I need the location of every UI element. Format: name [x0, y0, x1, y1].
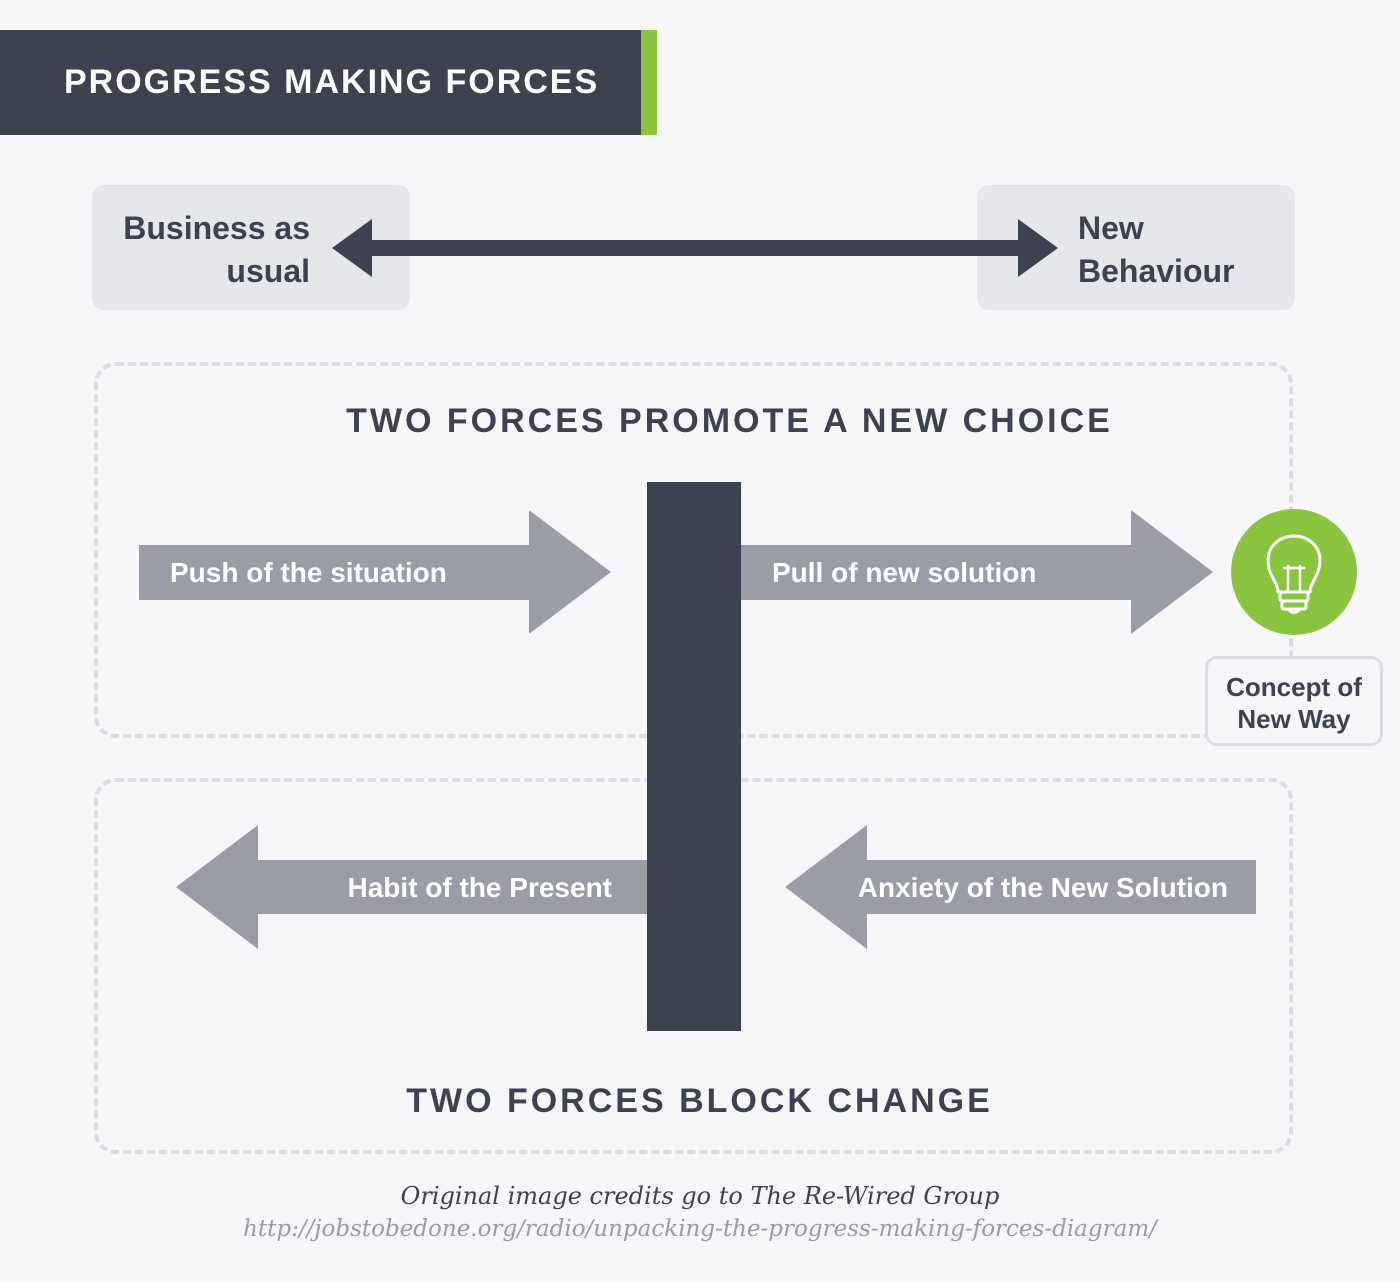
state-transition-arrow [332, 219, 1058, 277]
credit-link[interactable]: http://jobstobedone.org/radio/unpacking-… [243, 1216, 1157, 1242]
concept-of-new-way-box: Concept of New Way [1205, 656, 1383, 746]
page-title: PROGRESS MAKING FORCES [64, 63, 600, 101]
block-section-title: TWO FORCES BLOCK CHANGE [406, 1082, 993, 1120]
pull-arrow [740, 510, 1213, 634]
lightbulb-icon [1231, 509, 1357, 635]
push-force-label: Push of the situation [170, 557, 447, 588]
credit-text: Original image credits go to The Re-Wire… [400, 1182, 1000, 1210]
title-banner [0, 30, 642, 135]
anxiety-force-label: Anxiety of the New Solution [857, 872, 1228, 903]
anxiety-arrow [785, 825, 1256, 949]
habit-arrow [176, 825, 648, 949]
new-behaviour-label: New Behaviour [1078, 210, 1235, 289]
title-accent-bar [641, 30, 657, 135]
habit-force-label: Habit of the Present [347, 872, 612, 903]
central-barrier [647, 482, 741, 1031]
pull-force-label: Pull of new solution [772, 557, 1037, 588]
business-as-usual-label: Business as usual [123, 210, 310, 289]
push-arrow [139, 510, 611, 634]
promote-section-title: TWO FORCES PROMOTE A NEW CHOICE [346, 402, 1113, 440]
